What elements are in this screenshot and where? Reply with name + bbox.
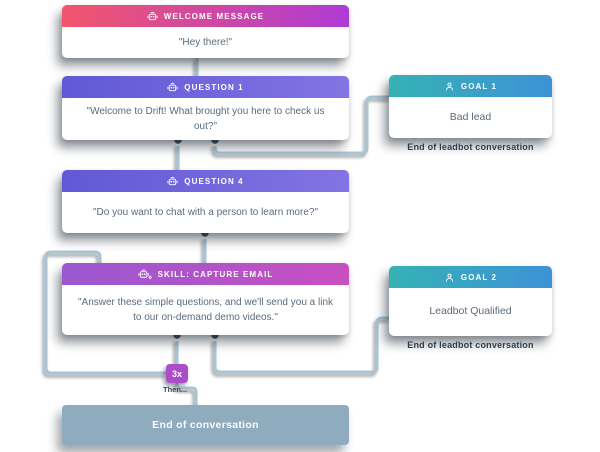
skill-header: SKILL: CAPTURE EMAIL	[62, 263, 349, 285]
end-of-conversation-label: End of conversation	[152, 419, 259, 431]
skill-capture-email-node[interactable]: SKILL: CAPTURE EMAIL "Answer these simpl…	[62, 263, 349, 335]
goal-1-header: GOAL 1	[389, 75, 552, 97]
welcome-message-body: "Hey there!"	[178, 37, 233, 48]
question-1-header: QUESTION 1	[62, 76, 349, 98]
goal-2-footnote: End of leadbot conversation	[407, 340, 534, 350]
question-4-node[interactable]: QUESTION 4 "Do you want to chat with a p…	[62, 170, 349, 233]
goal-2-node[interactable]: GOAL 2 Leadbot Qualified	[389, 266, 552, 336]
welcome-message-node[interactable]: WELCOME MESSAGE "Hey there!"	[62, 5, 349, 58]
goal-2-body: Leadbot Qualified	[429, 305, 512, 318]
person-icon	[444, 81, 455, 92]
repeat-then-label: Then...	[163, 385, 188, 394]
skill-title: SKILL: CAPTURE EMAIL	[157, 269, 274, 279]
connector-repeat-loop	[44, 250, 168, 375]
question-1-title: QUESTION 1	[184, 82, 244, 92]
question-4-header: QUESTION 4	[62, 170, 349, 192]
goal-1-body: Bad lead	[449, 110, 492, 123]
bot-icon	[167, 176, 178, 187]
question-1-node[interactable]: QUESTION 1 "Welcome to Drift! What broug…	[62, 76, 349, 140]
bot-gear-icon	[138, 268, 152, 280]
goal-1-node[interactable]: GOAL 1 Bad lead	[389, 75, 552, 138]
question-4-body: "Do you want to chat with a person to le…	[93, 207, 318, 218]
bot-icon	[147, 11, 158, 22]
repeat-count-badge[interactable]: 3x	[166, 364, 188, 383]
repeat-count-label: 3x	[171, 368, 182, 379]
connector-skill-to-goal2	[213, 316, 391, 374]
goal-2-title: GOAL 2	[460, 272, 498, 282]
bot-icon	[167, 82, 178, 93]
connector-badge-to-end	[175, 381, 198, 407]
welcome-message-title: WELCOME MESSAGE	[163, 11, 265, 21]
question-1-body: "Welcome to Drift! What brought you here…	[86, 106, 325, 132]
welcome-message-header: WELCOME MESSAGE	[62, 5, 349, 27]
skill-body: "Answer these simple questions, and we'l…	[77, 297, 334, 323]
person-icon	[444, 272, 455, 283]
goal-1-title: GOAL 1	[460, 81, 498, 91]
goal-1-footnote: End of leadbot conversation	[407, 142, 534, 152]
end-of-conversation-node[interactable]: End of conversation	[62, 405, 349, 445]
connector-q1-to-goal1	[213, 95, 391, 155]
goal-2-header: GOAL 2	[389, 266, 552, 288]
question-4-title: QUESTION 4	[184, 176, 244, 186]
